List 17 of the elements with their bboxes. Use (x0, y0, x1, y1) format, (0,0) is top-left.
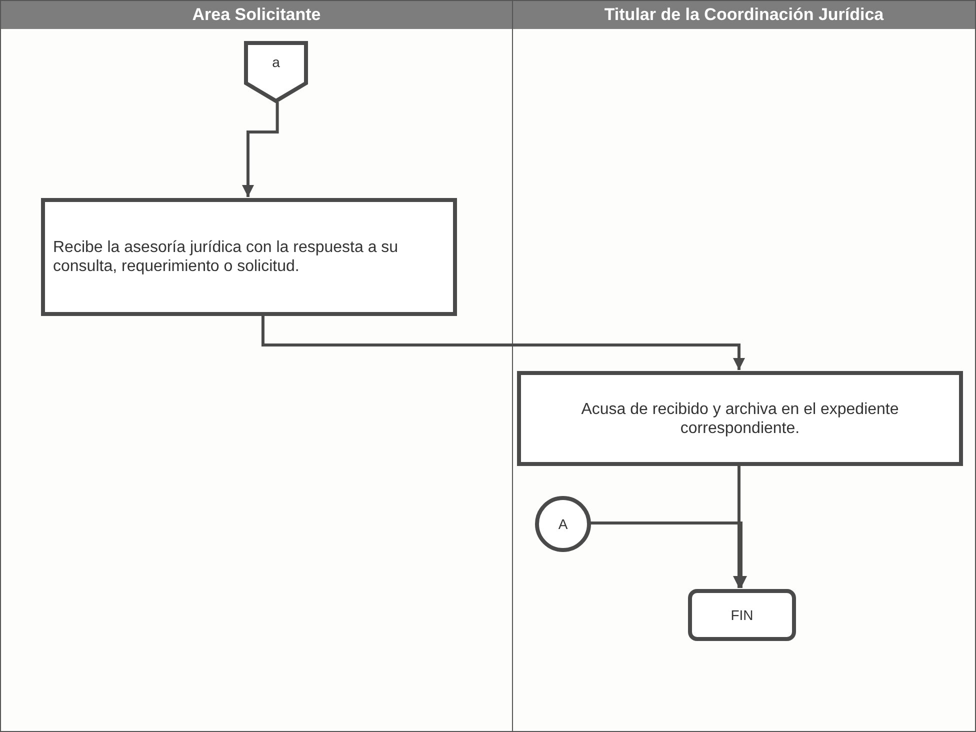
arrow (261, 315, 745, 370)
off-page-connector (244, 41, 308, 103)
connector-circle (535, 496, 591, 552)
swimlane (0, 0, 513, 732)
terminator-box (688, 589, 796, 641)
node-label: FIN (730, 606, 754, 624)
arrow (590, 522, 747, 588)
process-box (41, 198, 457, 316)
process-box (517, 371, 963, 466)
node-label: Acusa de recibido y archiva en el expediente correspondiente. (580, 400, 900, 438)
lane-header: Titular de la Coordinación Jurídica (513, 1, 975, 29)
node-label: Recibe la asesoría jurídica con la respuesta a su consulta, requerimiento o solicitud. (53, 238, 400, 276)
swimlane (512, 0, 976, 732)
lane-header: Area Solicitante (1, 1, 512, 29)
arrow (242, 102, 279, 197)
node-label: A (558, 514, 568, 534)
node-label: a (272, 53, 280, 72)
